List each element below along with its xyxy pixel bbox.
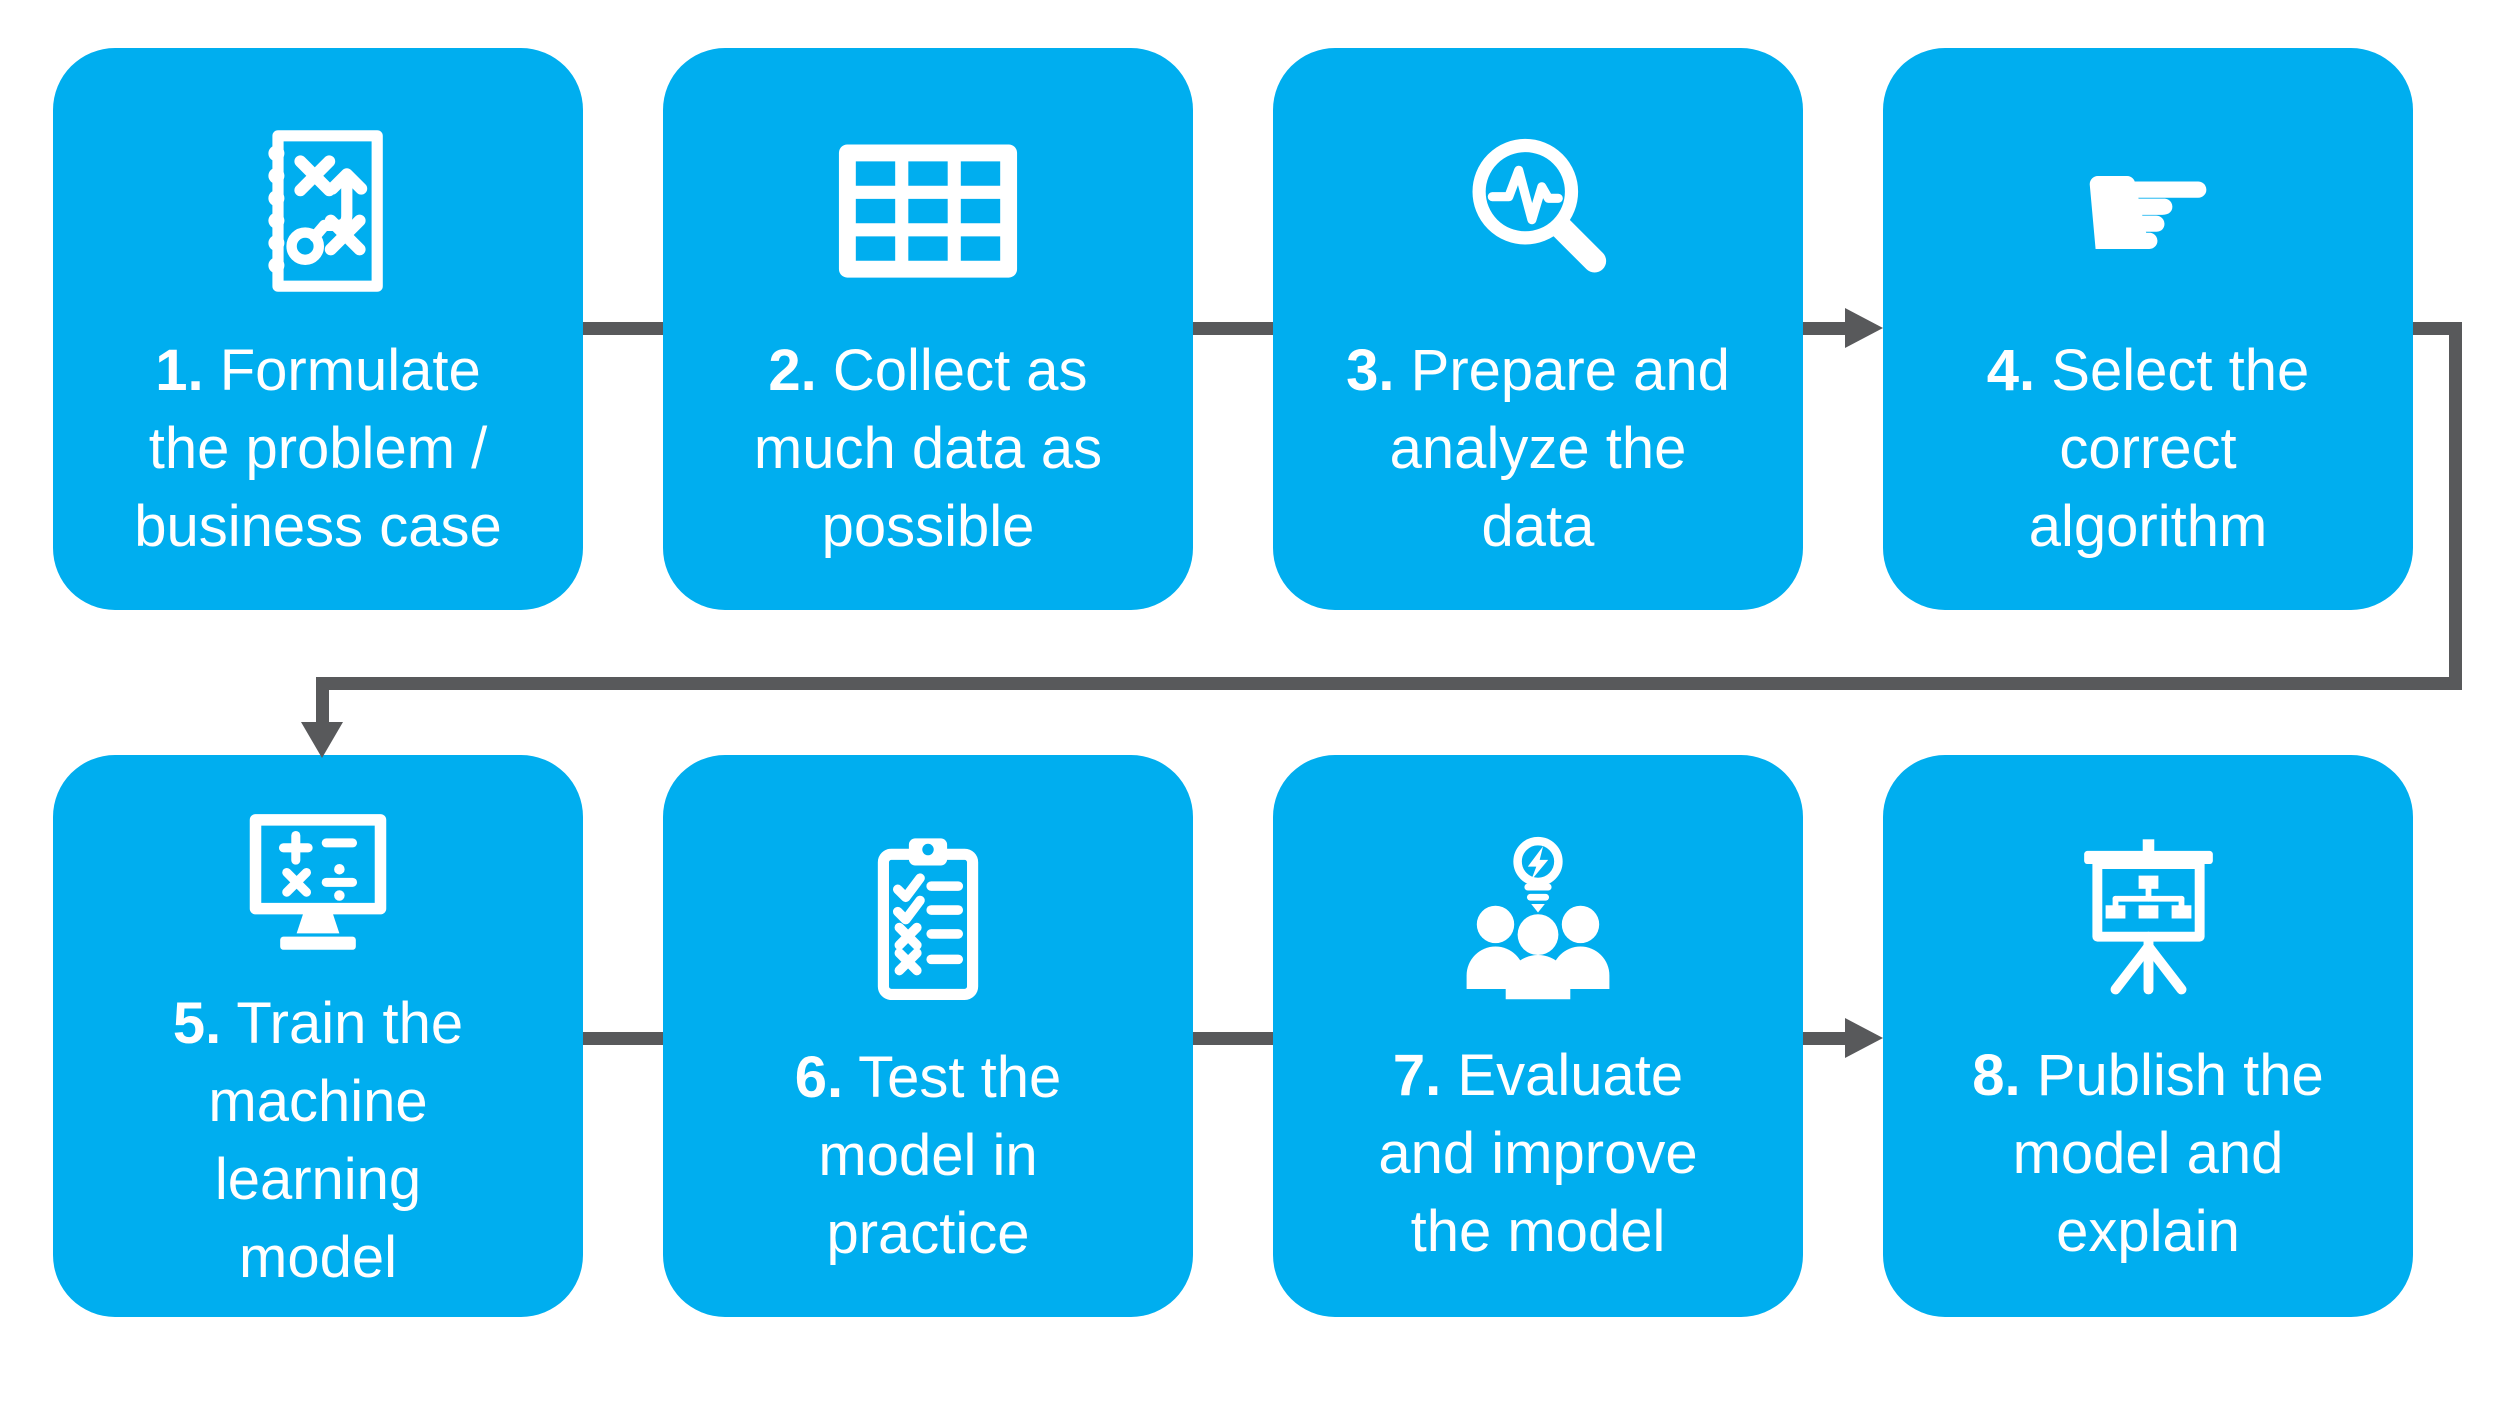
pointing-hand-icon: ☛: [2076, 117, 2220, 305]
team-idea-icon: [1453, 836, 1623, 1001]
connector-7-8-line: [1803, 1032, 1847, 1045]
connector-4-5-bottom-horizontal: [316, 677, 2462, 690]
connector-5-6: [583, 1032, 663, 1045]
presentation-board-icon: [2066, 836, 2231, 1001]
data-table-icon: [834, 126, 1022, 296]
connector-3-4-line: [1803, 322, 1847, 335]
connector-2-3: [1193, 322, 1273, 335]
strategy-notebook-icon: [238, 126, 398, 296]
connector-7-8-arrowhead-icon: [1845, 1018, 1883, 1058]
magnifier-pulse-icon: [1456, 126, 1621, 296]
connector-6-7: [1193, 1032, 1273, 1045]
connector-4-5-right-vertical: [2449, 322, 2462, 690]
connector-1-2: [583, 322, 663, 335]
connector-4-5-left-vertical: [316, 677, 329, 723]
connector-4-5-arrowhead-icon: [301, 722, 343, 758]
connector-3-4-arrowhead-icon: [1845, 308, 1883, 348]
clipboard-checklist-icon: [848, 833, 1008, 1003]
monitor-math-icon: [235, 809, 401, 959]
